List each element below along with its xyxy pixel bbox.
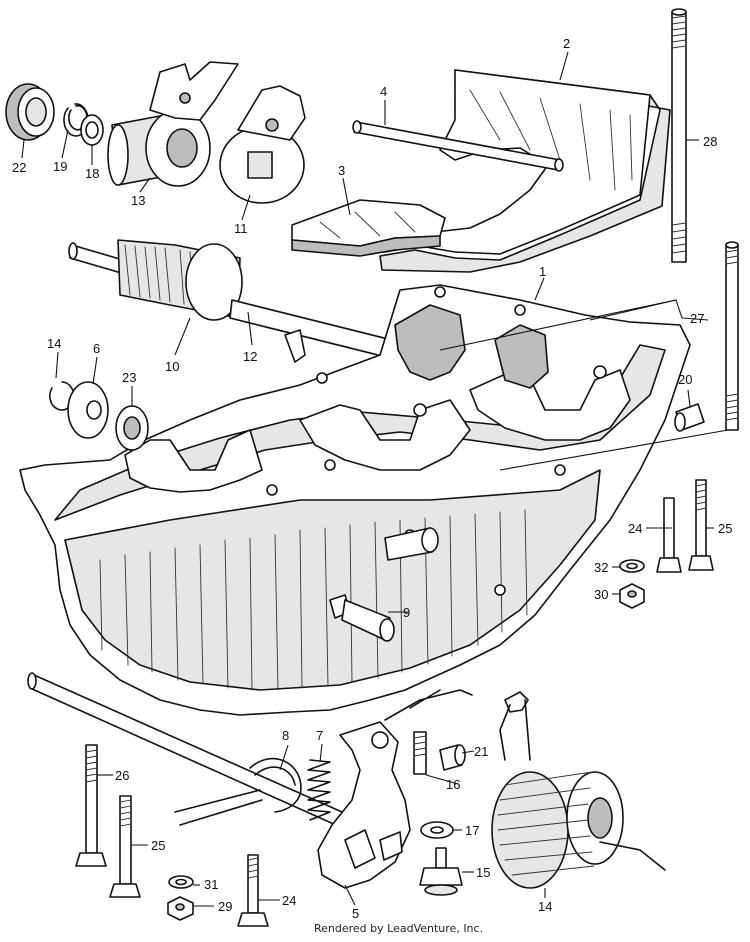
part-15-bolt <box>419 847 463 896</box>
part-31-washer <box>168 875 194 889</box>
part-8-spring <box>174 757 302 826</box>
part-18-washer <box>80 114 104 146</box>
part-28-stud <box>671 8 687 263</box>
callout-4: 4 <box>380 84 387 99</box>
part-27-stud <box>725 241 739 431</box>
callout-9: 9 <box>403 605 410 620</box>
callout-8: 8 <box>282 728 289 743</box>
callout-28: 28 <box>703 134 717 149</box>
callout-11: 11 <box>234 221 248 236</box>
callout-14-top: 14 <box>47 336 61 351</box>
callout-31: 31 <box>204 877 218 892</box>
callout-labels: 2 4 28 3 22 19 18 13 11 1 27 10 12 14 6 … <box>12 36 732 921</box>
callout-25-left: 25 <box>151 838 165 853</box>
callout-6: 6 <box>93 341 100 356</box>
callout-25-right: 25 <box>718 521 732 536</box>
callout-21: 21 <box>474 744 488 759</box>
leader-lines <box>21 51 729 907</box>
part-22-oil-seal <box>5 83 55 141</box>
part-11-shift-drum-holder <box>219 85 306 204</box>
callout-16: 16 <box>446 777 460 792</box>
part-3-plate <box>291 199 446 257</box>
callout-17: 17 <box>465 823 479 838</box>
callout-1: 1 <box>539 264 546 279</box>
part-2-separator-plate <box>379 69 671 273</box>
part-7-spring <box>307 759 331 821</box>
callout-2: 2 <box>563 36 570 51</box>
callout-29: 29 <box>218 899 232 914</box>
callout-13: 13 <box>131 193 145 208</box>
callout-18: 18 <box>85 166 99 181</box>
callout-3: 3 <box>338 163 345 178</box>
callout-5: 5 <box>352 906 359 921</box>
part-16-pin <box>413 731 427 775</box>
callout-15: 15 <box>476 865 490 880</box>
credit-text: Rendered by LeadVenture, Inc. <box>314 922 484 935</box>
callout-27: 27 <box>690 311 704 326</box>
callout-7: 7 <box>316 728 323 743</box>
callout-22: 22 <box>12 160 26 175</box>
part-32-washer <box>619 559 645 573</box>
part-24-bolt-bottom <box>237 854 269 927</box>
part-21-collar <box>439 744 466 771</box>
callout-30: 30 <box>594 587 608 602</box>
callout-26: 26 <box>115 768 129 783</box>
callout-32: 32 <box>594 560 608 575</box>
part-26-bolt <box>75 744 107 867</box>
callout-23: 23 <box>122 370 136 385</box>
callout-12: 12 <box>243 349 257 364</box>
part-1-crankcase <box>19 284 691 716</box>
part-25-bolt-left <box>109 795 141 898</box>
part-4-rod <box>352 120 564 172</box>
part-13-bearing-holder <box>107 61 239 187</box>
part-23-bearing <box>115 405 149 451</box>
callout-20: 20 <box>678 372 692 387</box>
part-14-spring <box>491 691 666 889</box>
callout-24-bottom: 24 <box>282 893 296 908</box>
part-5-shift-arm <box>317 689 473 889</box>
callout-14-bottom: 14 <box>538 899 552 914</box>
part-20-dowel <box>674 403 705 432</box>
part-10-gear-shaft <box>68 239 243 321</box>
part-29-nut <box>167 896 194 921</box>
part-9-bolt <box>329 594 395 642</box>
part-25-bolt-right <box>688 479 714 571</box>
callout-10: 10 <box>165 359 179 374</box>
callout-24-right: 24 <box>628 521 642 536</box>
part-6-washer <box>67 381 109 439</box>
part-17-washer <box>420 821 454 839</box>
part-30-nut <box>619 583 645 609</box>
part-24-bolt-right <box>656 497 682 573</box>
callout-19: 19 <box>53 159 67 174</box>
